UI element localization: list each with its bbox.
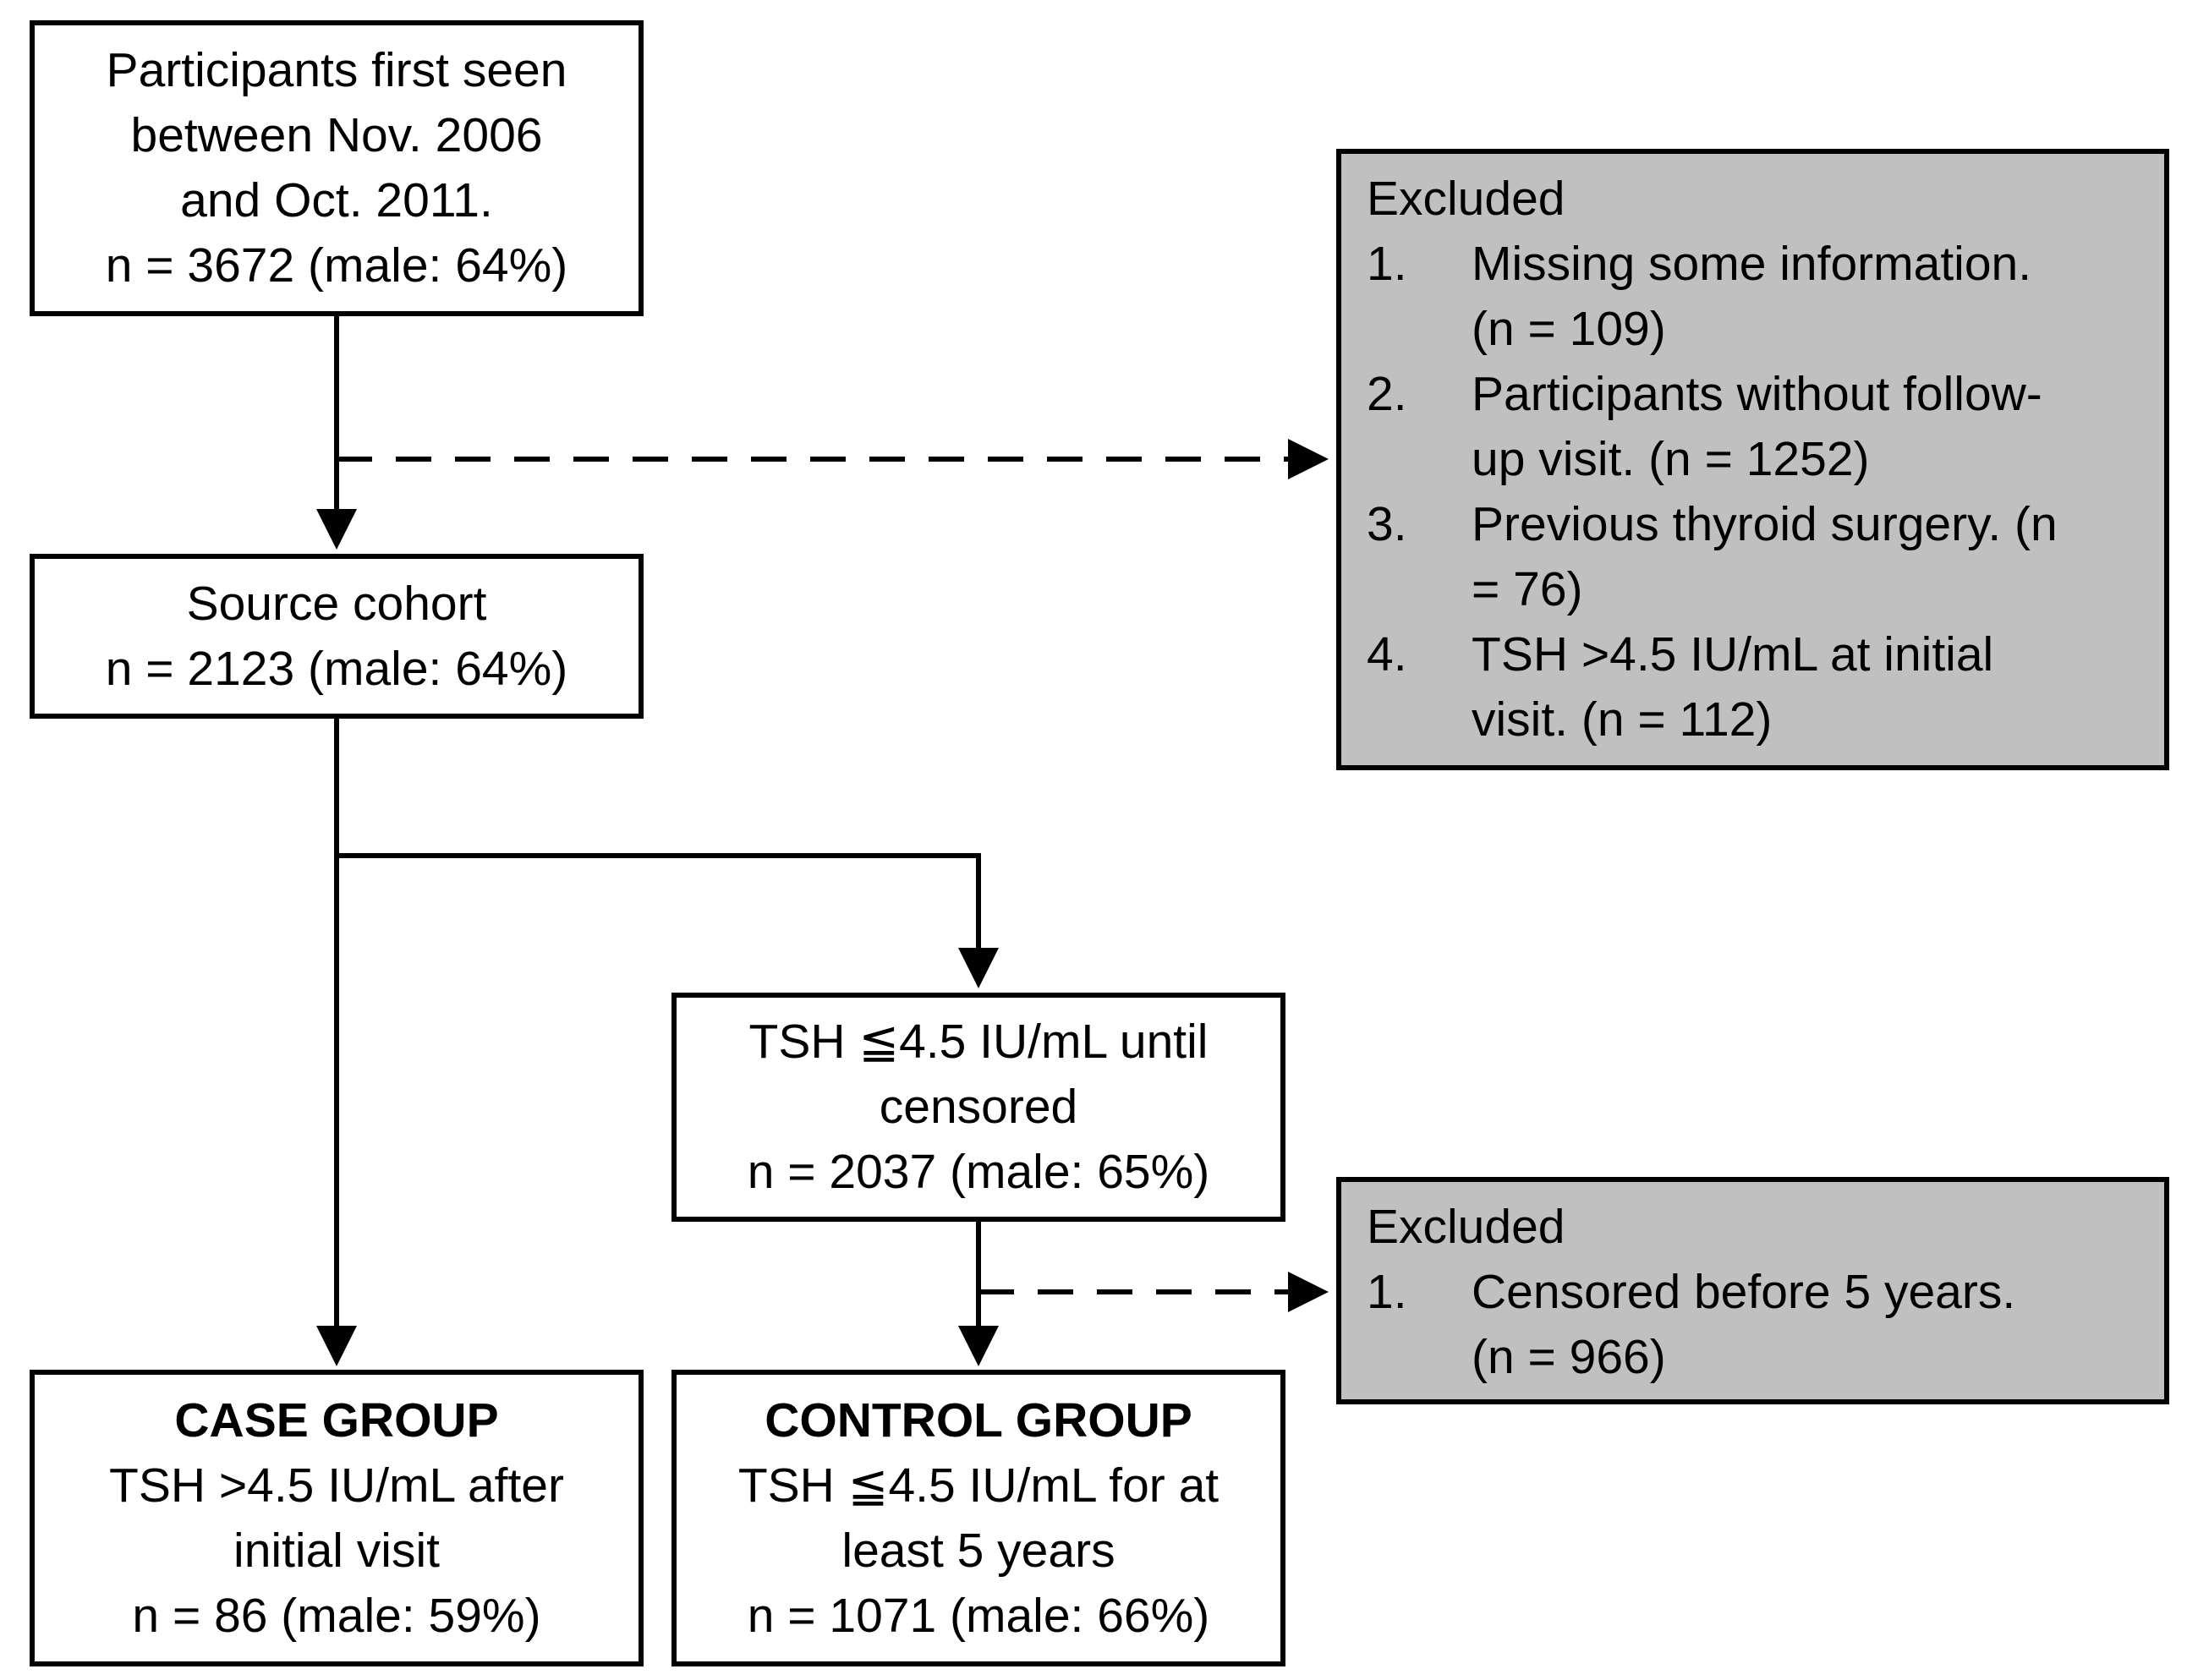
excluded-1-item-text: = 76) [1472,562,1583,616]
excluded-box-1: Excluded 1. Missing some information. (n… [1336,149,2169,770]
tsh-until-censored-box: TSH ≦4.5 IU/mL until censored n = 2037 (… [671,993,1285,1222]
excluded-1-item-text: Missing some information. [1472,237,2032,291]
excluded-1-item-text: TSH >4.5 IU/mL at initial [1472,627,1994,681]
excluded-2-item-number: 1. [1367,1265,1407,1319]
excluded-1-item-number: 3. [1367,497,1407,551]
excluded-1-item-text: up visit. (n = 1252) [1472,432,1870,486]
control-group-box: CONTROL GROUP TSH ≦4.5 IU/mL for at leas… [671,1370,1285,1666]
excluded-1-item: 2. Participants without follow- up visit… [1367,362,2139,492]
excluded-1-item: 1. Missing some information. (n = 109) [1367,232,2139,362]
source-cohort-label: Source cohort [186,576,487,631]
excluded-box-2: Excluded 1. Censored before 5 years. (n … [1336,1177,2169,1404]
excluded-1-item-number: 4. [1367,627,1407,681]
participants-line-3: and Oct. 2011. [180,173,493,227]
excluded-1-item-number: 1. [1367,237,1407,291]
control-group-line-1: TSH ≦4.5 IU/mL for at [737,1458,1220,1513]
case-group-line-1: TSH >4.5 IU/mL after [109,1458,564,1513]
excluded-1-item-number: 2. [1367,367,1407,421]
excluded-2-item-text: Censored before 5 years. [1472,1265,2016,1319]
excluded-1-item-text: Participants without follow- [1472,367,2042,421]
participants-line-1: Participants first seen [106,43,567,97]
excluded-2-title: Excluded [1367,1200,1565,1254]
excluded-1-title: Excluded [1367,172,1565,226]
control-group-count: n = 1071 (male: 66%) [747,1588,1210,1643]
case-group-line-2: initial visit [233,1523,440,1578]
tsh-until-line-1: TSH ≦4.5 IU/mL until [748,1015,1209,1069]
excluded-2-item: 1. Censored before 5 years. (n = 966) [1367,1260,2139,1390]
tsh-until-count: n = 2037 (male: 65%) [747,1145,1210,1199]
control-group-line-2: least 5 years [841,1523,1115,1578]
excluded-1-item: 3. Previous thyroid surgery. (n = 76) [1367,492,2139,622]
case-group-count: n = 86 (male: 59%) [132,1588,541,1643]
case-group-box: CASE GROUP TSH >4.5 IU/mL after initial … [30,1370,644,1666]
excluded-2-item-text: (n = 966) [1472,1330,1666,1384]
source-cohort-box: Source cohort n = 2123 (male: 64%) [30,554,644,719]
participants-count: n = 3672 (male: 64%) [105,238,568,293]
participants-line-2: between Nov. 2006 [130,108,543,162]
excluded-1-item-text: (n = 109) [1472,302,1666,356]
arrow-source-to-tsh-until [337,853,999,988]
excluded-1-item-text: visit. (n = 112) [1472,692,1773,747]
control-group-title: CONTROL GROUP [765,1393,1192,1447]
source-cohort-count: n = 2123 (male: 64%) [105,641,568,696]
tsh-until-line-2: censored [879,1080,1078,1134]
excluded-1-item: 4. TSH >4.5 IU/mL at initial visit. (n =… [1367,622,2139,752]
case-group-title: CASE GROUP [174,1393,499,1447]
participants-box: Participants first seen between Nov. 200… [30,20,644,316]
excluded-1-item-text: Previous thyroid surgery. (n [1472,497,2058,551]
